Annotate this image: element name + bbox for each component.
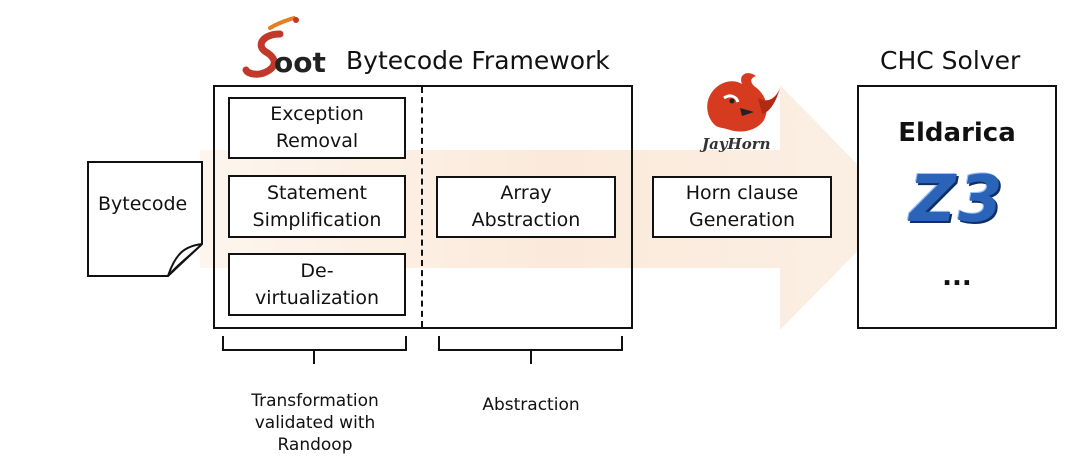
transformation-caption: Transformation validated with Randoop xyxy=(220,390,410,456)
statement-simplification-line1: Statement xyxy=(267,181,367,204)
exception-removal-box: Exception Removal xyxy=(228,97,406,159)
exception-removal-line1: Exception xyxy=(270,103,364,125)
devirtualization-box: De- virtualization xyxy=(228,253,406,316)
chc-solver-title: CHC Solver xyxy=(880,46,1021,75)
transformation-brace xyxy=(222,336,407,364)
statement-simplification-line2: Simplification xyxy=(252,208,382,231)
jayhorn-logo-text: JayHorn xyxy=(702,135,771,153)
devirtualization-line1: De- xyxy=(300,259,334,282)
bytecode-label: Bytecode xyxy=(98,193,188,215)
chc-solver-frame xyxy=(857,85,1057,329)
transformation-caption-line1: Transformation xyxy=(251,391,379,411)
solver-more: ... xyxy=(942,262,972,292)
array-abstraction-line2: Abstraction xyxy=(471,209,581,231)
framework-divider xyxy=(421,87,423,327)
svg-text:oot: oot xyxy=(274,46,326,79)
soot-logo: oot xyxy=(242,16,326,79)
transformation-caption-line2: validated with xyxy=(254,413,376,433)
horn-clause-line1: Horn clause xyxy=(685,182,799,204)
horn-clause-generation-box: Horn clause Generation xyxy=(652,176,832,238)
devirtualization-line2: virtualization xyxy=(254,286,380,309)
jayhorn-logo xyxy=(707,73,780,132)
statement-simplification-box: Statement Simplification xyxy=(228,175,406,238)
bytecode-document-icon xyxy=(87,161,203,277)
transformation-caption-line3: Randoop xyxy=(277,435,353,455)
exception-removal-line2: Removal xyxy=(275,130,359,152)
abstraction-brace xyxy=(438,336,623,364)
soot-framework-frame xyxy=(213,85,633,329)
solver-eldarica: Eldarica xyxy=(898,118,1016,148)
soot-framework-title: Bytecode Framework xyxy=(346,46,610,75)
array-abstraction-line1: Array xyxy=(500,182,552,204)
array-abstraction-box: Array Abstraction xyxy=(436,176,616,238)
solver-z3-logo: Z3 xyxy=(909,163,1005,237)
horn-clause-line2: Generation xyxy=(689,209,795,231)
abstraction-caption: Abstraction xyxy=(482,395,580,415)
